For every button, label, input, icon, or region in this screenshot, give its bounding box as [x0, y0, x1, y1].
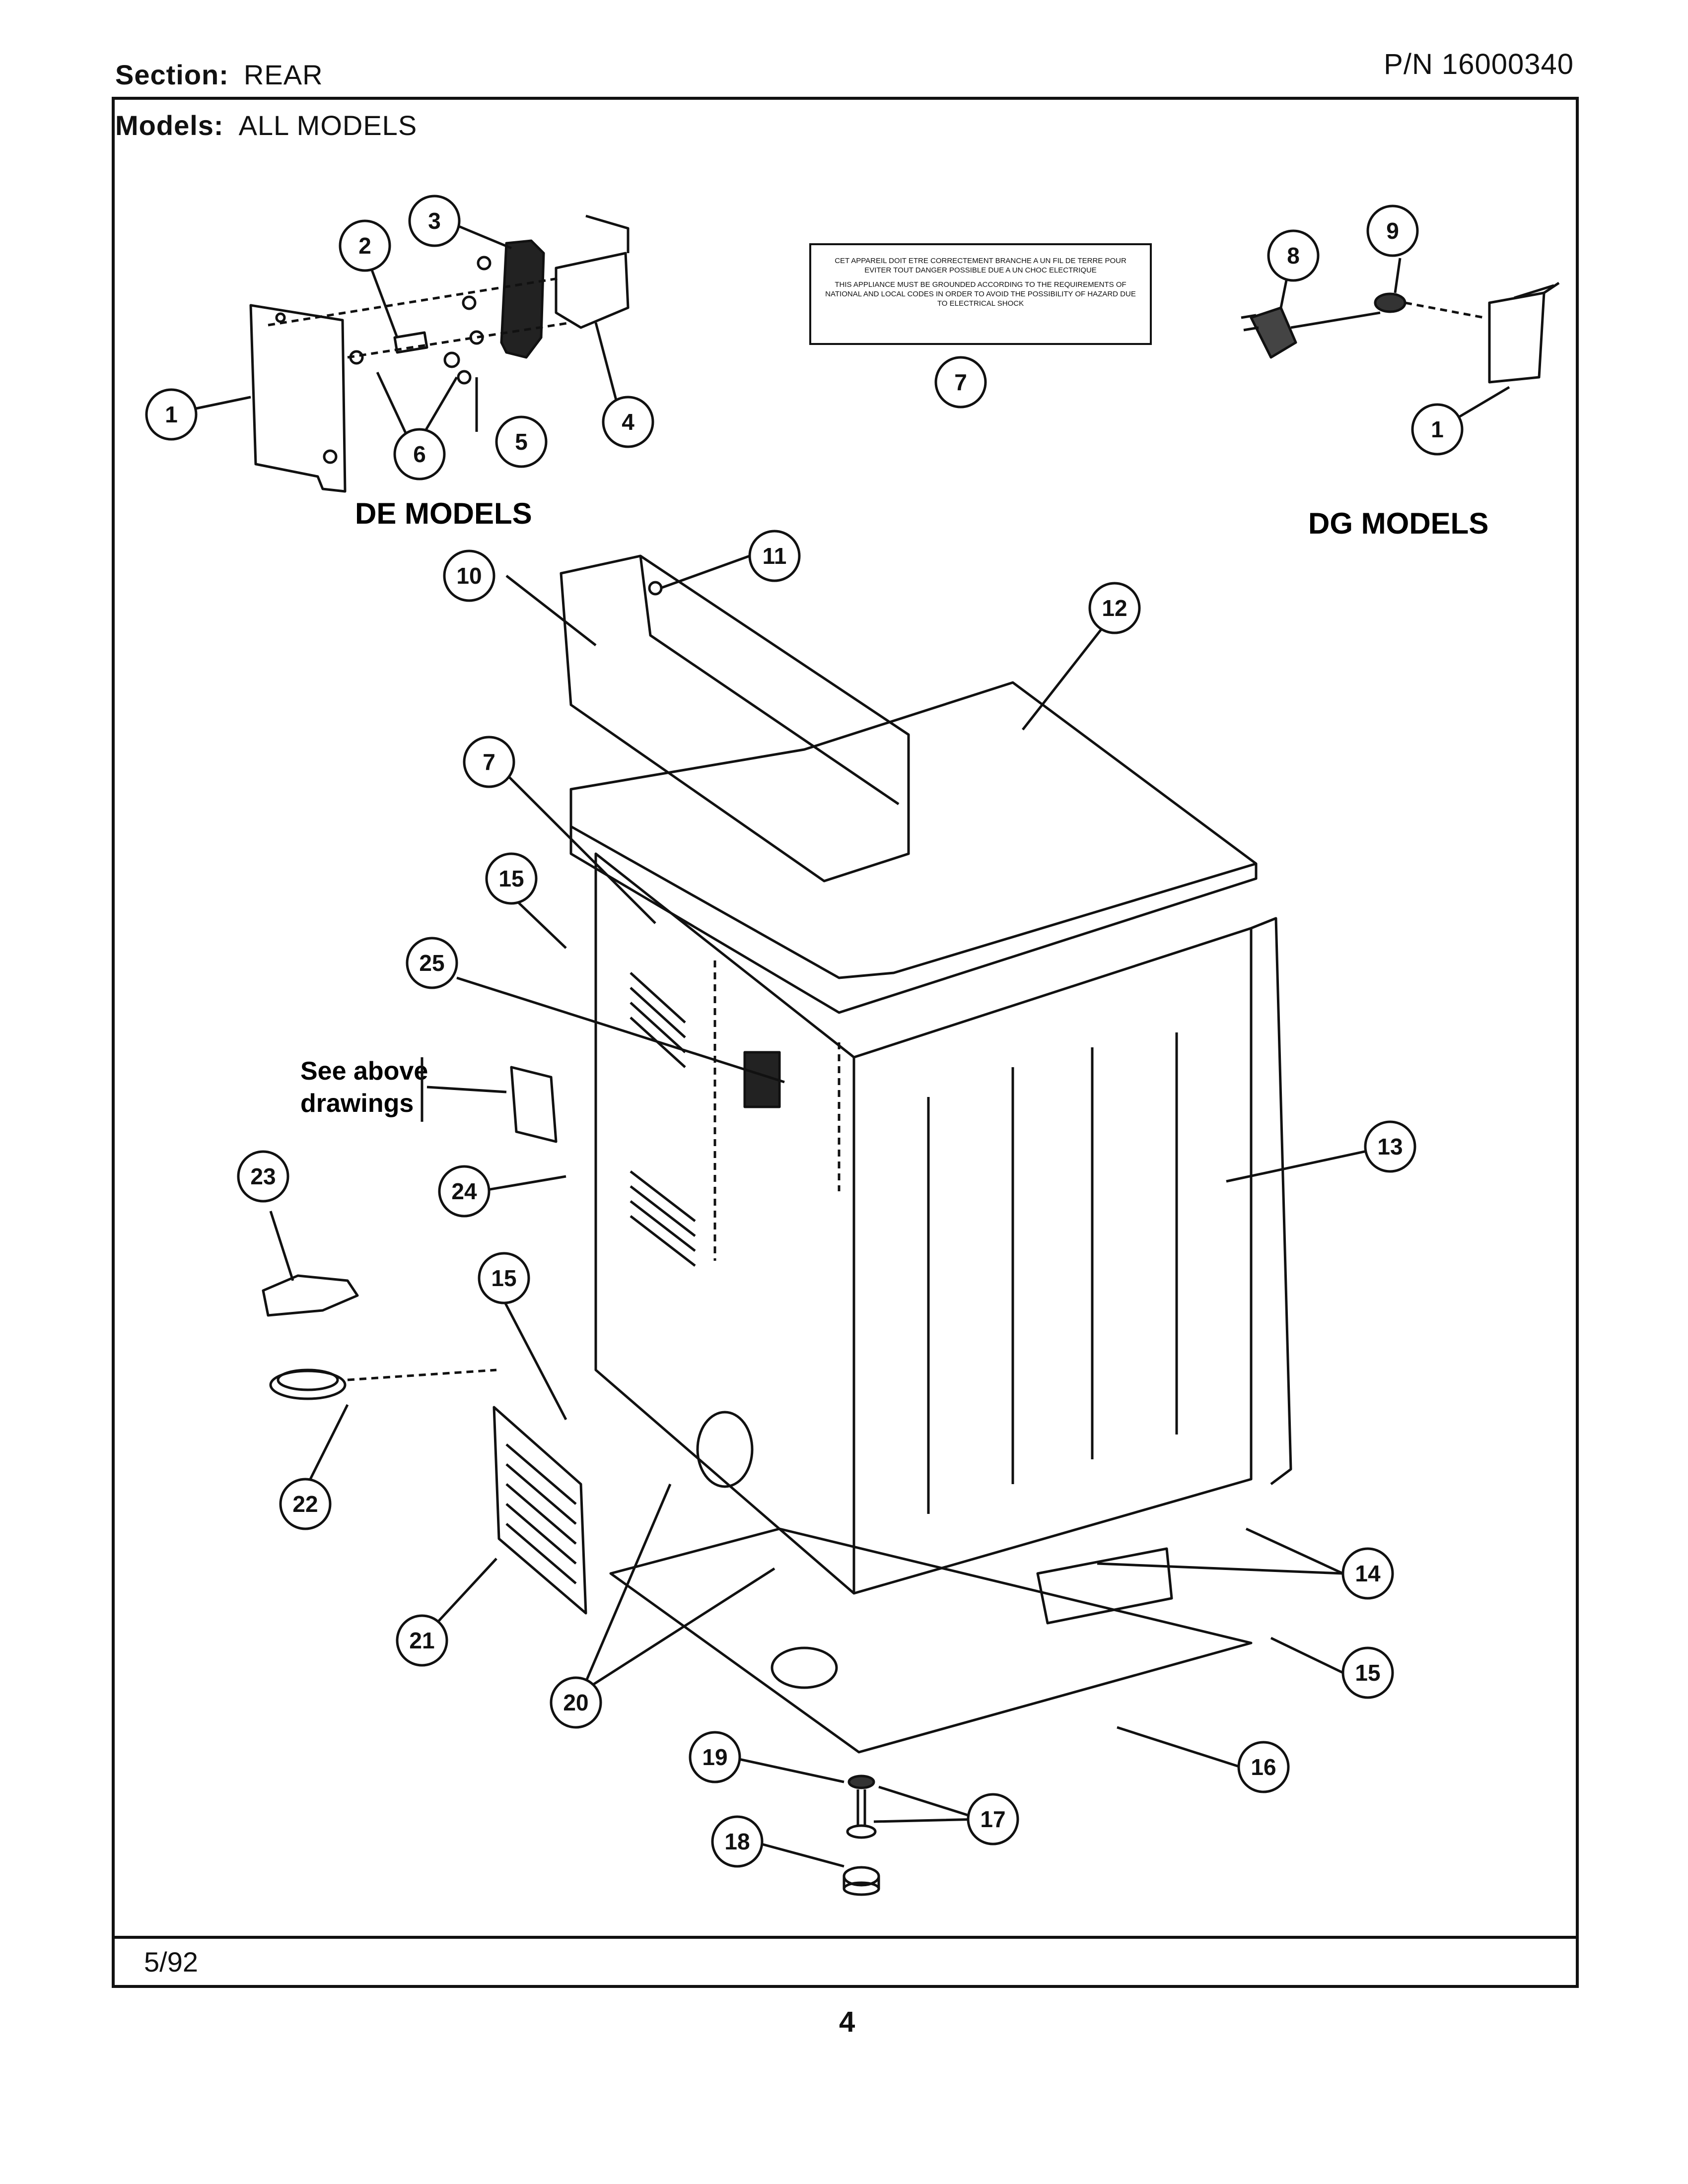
callout-21 — [396, 1614, 448, 1667]
control-console — [560, 554, 910, 883]
callout-label: 12 — [1102, 595, 1127, 621]
cabinet-top — [569, 681, 1258, 979]
callout-label: 15 — [491, 1265, 516, 1291]
callout-label: 1 — [1431, 416, 1444, 442]
footer-divider — [112, 1936, 1579, 1939]
callout-11 — [748, 530, 801, 582]
terminal-access-panel — [510, 1066, 558, 1143]
callout-7b — [463, 736, 515, 788]
callout-6 — [393, 428, 446, 480]
callout-5 — [495, 415, 548, 468]
dg-models-title: DG MODELS — [1308, 507, 1488, 540]
diagram-frame — [112, 97, 1579, 1988]
section-header: Section: REAR — [115, 59, 323, 91]
models-label: Models: — [115, 110, 224, 141]
callout-label: 5 — [515, 429, 528, 455]
revision-date: 5/92 — [144, 1946, 198, 1978]
models-value: ALL MODELS — [238, 110, 418, 141]
terminal-mount-bracket — [555, 252, 630, 329]
callout-label: 11 — [763, 543, 787, 569]
callout-7a — [934, 356, 987, 409]
callout-label: 16 — [1251, 1754, 1276, 1780]
section-value: REAR — [243, 59, 323, 90]
callout-1b — [1411, 403, 1464, 456]
callout-label: 4 — [622, 409, 634, 435]
callout-label: 6 — [413, 441, 426, 467]
de-models-title: DE MODELS — [355, 497, 532, 530]
callout-3 — [408, 195, 461, 247]
page-number: 4 — [839, 2006, 855, 2038]
strain-relief — [1374, 292, 1407, 313]
callout-15b — [478, 1252, 530, 1304]
callout-label: 15 — [498, 866, 524, 891]
dg-power-cord-plug — [1250, 306, 1297, 359]
de-rear-panel-bracket — [249, 304, 347, 493]
see-above-line1: See above — [300, 1057, 428, 1086]
callout-label: 14 — [1355, 1561, 1381, 1586]
callout-15a — [485, 852, 538, 905]
callout-label: 7 — [483, 749, 495, 775]
callout-15c — [1341, 1646, 1394, 1699]
callout-13 — [1364, 1120, 1416, 1173]
part-number: P/N 16000340 — [1384, 48, 1574, 80]
power-cord — [1290, 311, 1381, 329]
callout-10 — [443, 549, 495, 602]
callout-24 — [438, 1165, 491, 1218]
callout-label: 2 — [358, 233, 371, 259]
callout-17 — [967, 1793, 1019, 1845]
callout-25 — [406, 937, 458, 989]
callout-20 — [550, 1676, 602, 1729]
callout-label: 10 — [456, 563, 482, 589]
callout-label: 24 — [451, 1178, 477, 1204]
ground-strap — [393, 331, 428, 354]
warning-label-decal: CET APPAREIL DOIT ETRE CORRECTEMENT BRAN… — [809, 243, 1152, 345]
callout-label: 15 — [1355, 1660, 1380, 1686]
dg-rear-panel-bracket — [1488, 291, 1546, 384]
leveling-nut — [847, 1774, 875, 1789]
leveling-leg — [856, 1789, 866, 1827]
callout-label: 3 — [428, 208, 441, 234]
callout-label: 1 — [165, 402, 178, 427]
callout-label: 8 — [1287, 243, 1300, 269]
callout-16 — [1237, 1741, 1290, 1793]
access-panel — [492, 1406, 587, 1615]
callout-1 — [145, 388, 198, 441]
section-label: Section: — [115, 59, 229, 90]
callout-23 — [237, 1150, 289, 1203]
callout-4 — [602, 396, 654, 448]
see-above-bracket — [421, 1057, 507, 1122]
callout-label: 21 — [409, 1628, 434, 1653]
callout-label: 19 — [702, 1744, 727, 1770]
callout-label: 7 — [954, 369, 967, 395]
callout-label: 17 — [980, 1806, 1005, 1832]
callout-label: 9 — [1386, 218, 1399, 244]
callout-label: 20 — [563, 1690, 588, 1715]
callout-18 — [711, 1815, 764, 1868]
models-header: Models: ALL MODELS — [115, 109, 417, 141]
callout-label: 13 — [1377, 1134, 1403, 1160]
see-above-line2: drawings — [300, 1089, 414, 1118]
callout-12 — [1088, 582, 1141, 634]
callout-label: 23 — [250, 1163, 276, 1189]
callout-14 — [1341, 1547, 1394, 1600]
callout-8 — [1267, 229, 1320, 282]
cabinet-base — [609, 1527, 1253, 1754]
callout-2 — [339, 219, 391, 272]
callout-label: 25 — [419, 950, 444, 976]
terminal-block — [500, 239, 545, 359]
callout-label: 18 — [724, 1829, 750, 1854]
warning-english-text: THIS APPLIANCE MUST BE GROUNDED ACCORDIN… — [825, 280, 1136, 308]
callout-label: 22 — [292, 1491, 318, 1517]
callout-22 — [279, 1478, 332, 1530]
warning-french-text: CET APPAREIL DOIT ETRE CORRECTEMENT BRAN… — [835, 257, 1126, 274]
exhaust-clamp — [262, 1274, 359, 1317]
callout-19 — [689, 1731, 741, 1783]
callout-9 — [1366, 205, 1419, 257]
